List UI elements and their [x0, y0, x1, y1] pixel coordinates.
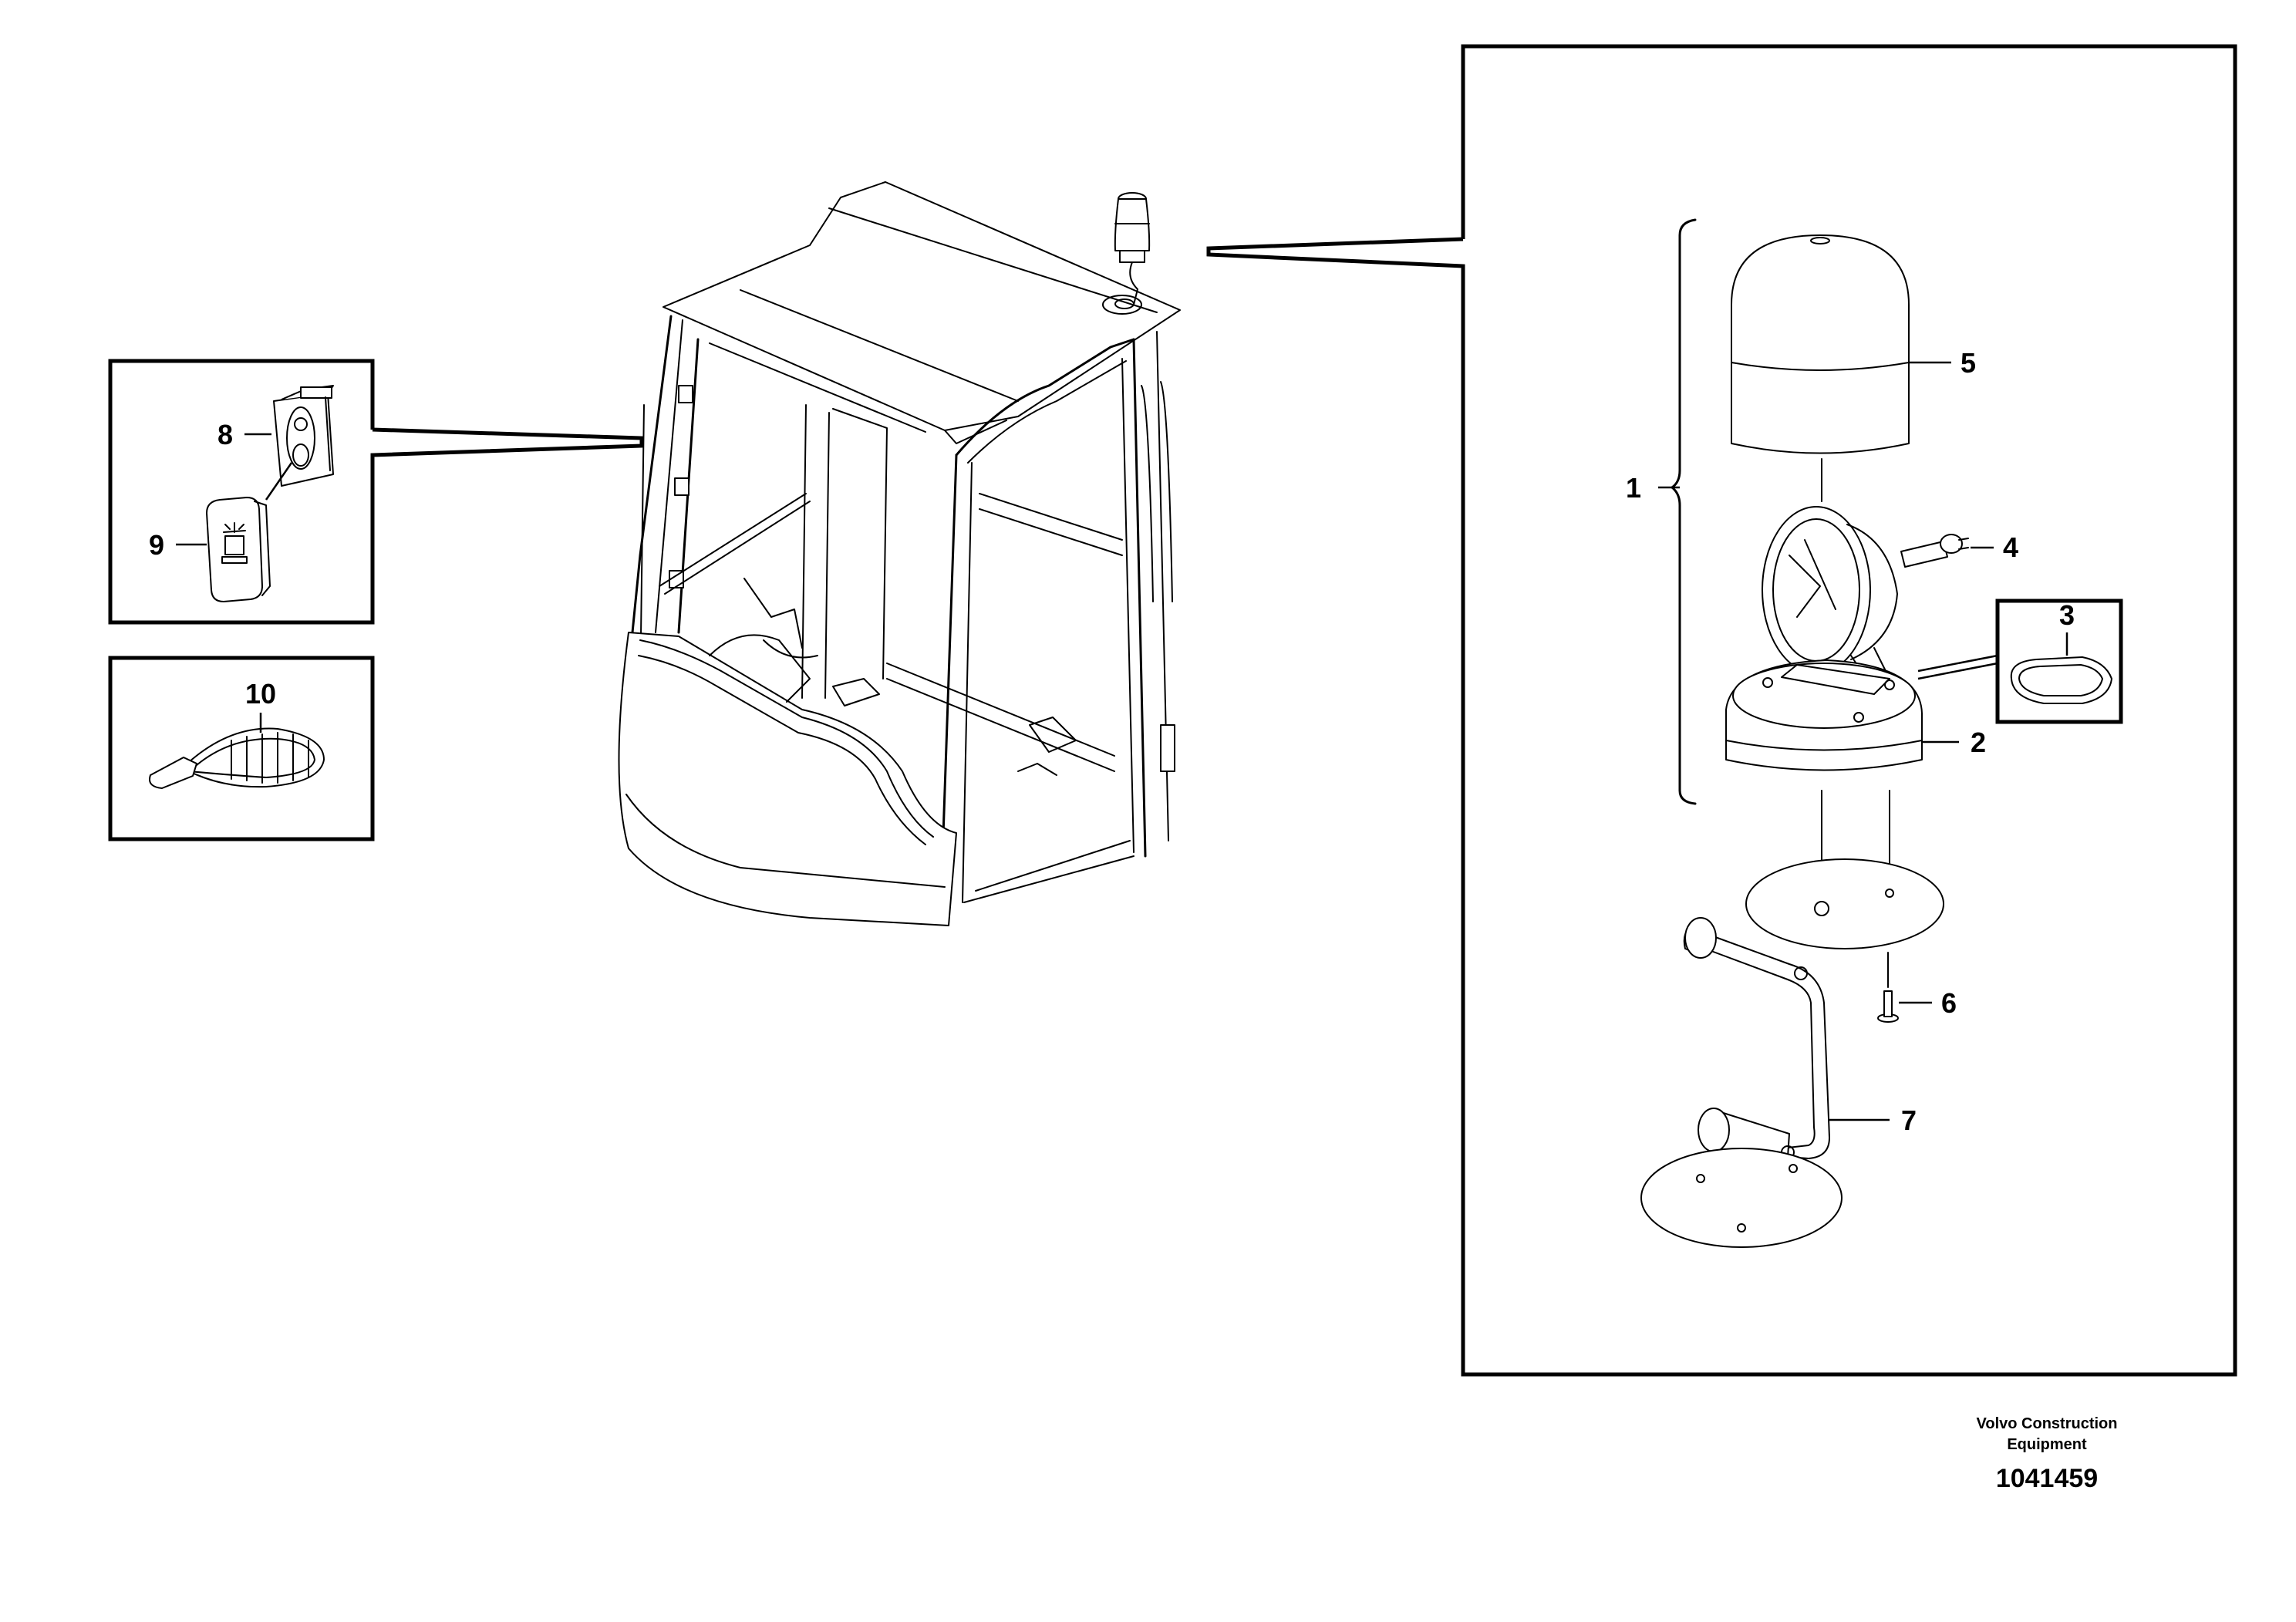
callout-2: 2: [1971, 727, 1986, 758]
mounting-bracket: [1683, 917, 1830, 1159]
cable-tie: [149, 727, 325, 789]
gasket-detail: [1917, 599, 2123, 724]
company-line-2: Equipment: [2007, 1436, 2087, 1453]
cable-tie-detail-box: [108, 656, 375, 841]
callout-5: 5: [1961, 347, 1976, 379]
company-line-1: Volvo Construction: [1977, 1415, 2118, 1432]
document-number: 1041459: [1996, 1464, 2098, 1493]
beacon-reflector: [1762, 506, 1898, 679]
mounting-plate: [1745, 858, 1944, 949]
beacon-dome: [1731, 234, 1910, 454]
callout-10: 10: [245, 678, 276, 710]
callout-3: 3: [2059, 599, 2075, 631]
callout-6: 6: [1941, 987, 1957, 1019]
callout-8: 8: [217, 419, 233, 450]
callout-1: 1: [1626, 472, 1641, 504]
screw: [1877, 952, 1899, 1023]
cab-illustration: [618, 181, 1181, 926]
callout-9: 9: [149, 529, 164, 561]
halogen-bulb: [1900, 534, 1969, 568]
callout-7: 7: [1901, 1104, 1917, 1136]
foot-plate: [1640, 1148, 1843, 1248]
beacon-detail-box: [1206, 44, 2237, 1377]
beacon-base: [1725, 659, 1923, 771]
rocker-switch-cap: [206, 497, 271, 602]
rocker-switch-housing: [273, 385, 334, 487]
switch-detail-box: [108, 359, 644, 625]
callout-4: 4: [2003, 531, 2018, 563]
